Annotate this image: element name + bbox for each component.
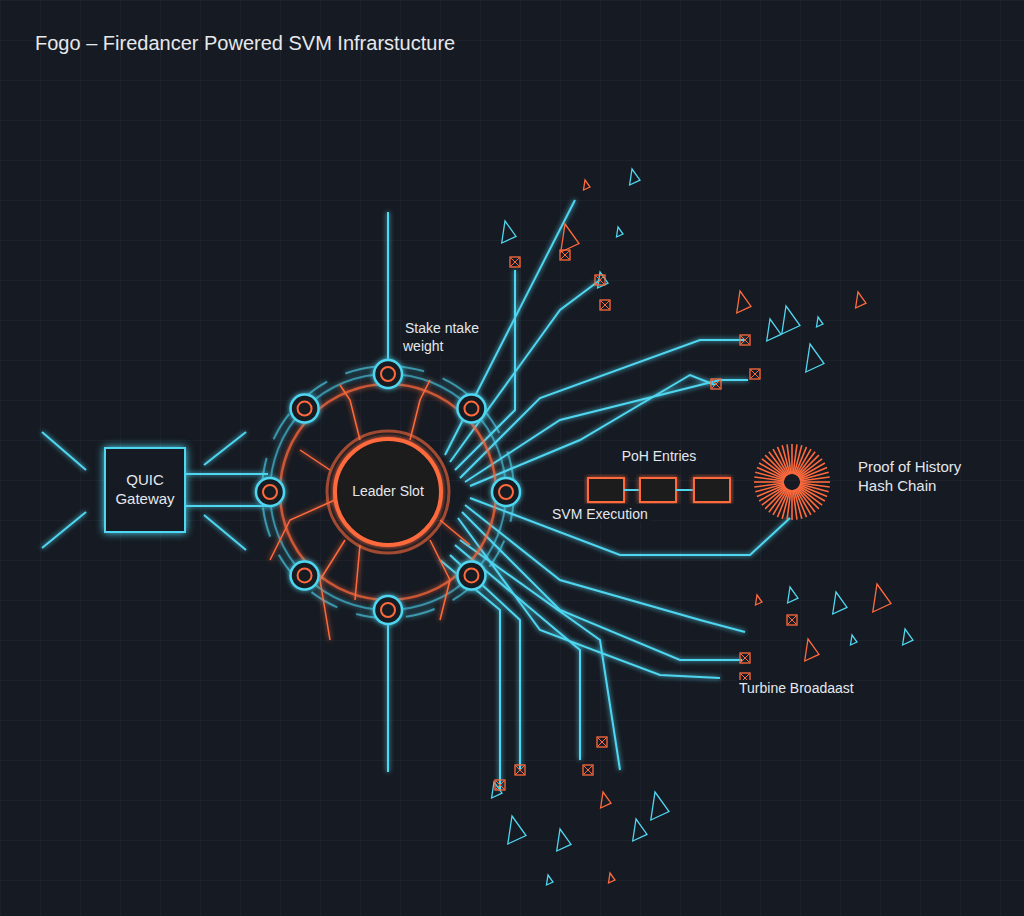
orange-traces: [270, 380, 496, 640]
node-label: Proof of History Hash Chain: [858, 458, 988, 496]
leader-slot-circle: Leader Slot: [333, 437, 443, 547]
fragments: [492, 169, 913, 885]
flow-connector: [734, 488, 756, 490]
annotation-label: Stake ntake weight: [403, 320, 479, 354]
poh-entries-chain: PoH Entries: [584, 448, 734, 504]
node-label: Leader Slot: [352, 483, 424, 501]
annotation-label: SVM Execution: [550, 506, 650, 522]
entry-boxes: [584, 474, 734, 504]
node-label: QUIC Gateway: [110, 471, 180, 509]
node-label: PoH Entries: [584, 448, 734, 466]
gateway-box: QUIC Gateway: [104, 447, 186, 533]
flow-connector: [443, 488, 584, 490]
diagram-title: Fogo – Firedancer Powered SVM Infrarstuc…: [35, 32, 455, 55]
annotation-label: Turbine Broadaast: [737, 680, 856, 696]
flow-connector: [186, 491, 333, 493]
hash-chain-starburst: Proof of History Hash Chain: [752, 444, 1002, 520]
circuit-lines: [42, 200, 790, 790]
starburst: [752, 442, 832, 522]
